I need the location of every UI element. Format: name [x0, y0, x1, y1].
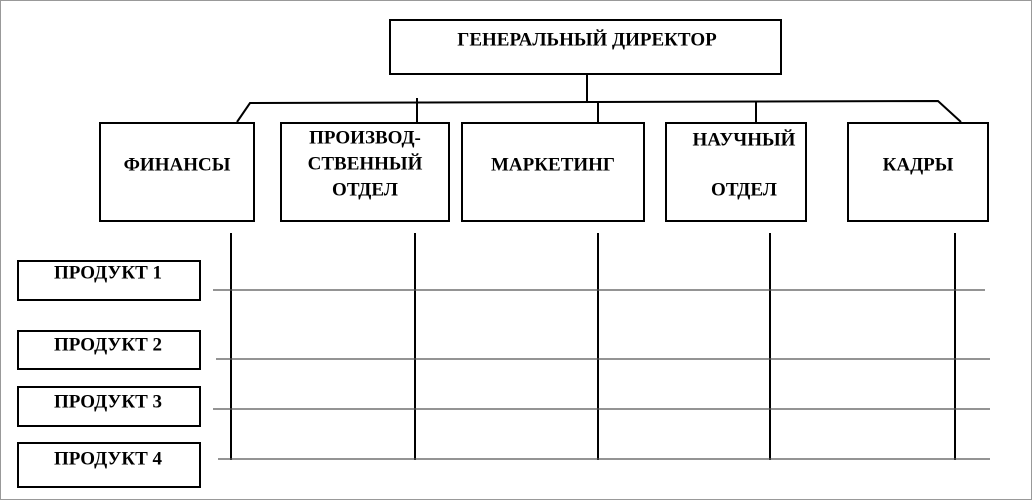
director-label: ГЕНЕРАЛЬНЫЙ ДИРЕКТОР	[457, 29, 717, 51]
product-label: ПРОДУКТ 2	[54, 335, 162, 356]
department-label-line: ОТДЕЛ	[332, 180, 398, 201]
product-box	[17, 330, 201, 370]
department-label-line: ПРОИЗВОД-	[309, 128, 421, 149]
department-production: ПРОИЗВОД- СТВЕННЫЙ ОТДЕЛ	[280, 122, 450, 222]
product-box	[17, 386, 201, 427]
department-marketing: МАРКЕТИНГ	[461, 122, 645, 222]
department-finance: ФИНАНСЫ	[99, 122, 255, 222]
product-label: ПРОДУКТ 4	[54, 449, 163, 470]
department-box	[665, 122, 807, 222]
department-hr: КАДРЫ	[847, 122, 989, 222]
product-4: ПРОДУКТ 4	[17, 442, 201, 488]
product-box	[17, 260, 201, 301]
department-research: НАУЧНЫЙ ОТДЕЛ	[665, 122, 807, 222]
department-label-line: НАУЧНЫЙ	[693, 129, 796, 151]
department-label-line: МАРКЕТИНГ	[491, 155, 615, 176]
product-1: ПРОДУКТ 1	[17, 260, 201, 301]
product-2: ПРОДУКТ 2	[17, 330, 201, 370]
department-box	[847, 122, 989, 222]
matrix-vertical-lines	[230, 233, 956, 460]
director-box	[389, 19, 782, 75]
department-label-line: СТВЕННЫЙ	[308, 153, 423, 175]
department-box	[461, 122, 645, 222]
department-box	[280, 122, 450, 222]
product-3: ПРОДУКТ 3	[17, 386, 201, 427]
department-box	[99, 122, 255, 222]
department-label-line: ФИНАНСЫ	[124, 155, 231, 176]
product-label: ПРОДУКТ 3	[54, 392, 162, 413]
department-bus	[236, 99, 962, 123]
product-label: ПРОДУКТ 1	[54, 263, 162, 284]
department-label-line: КАДРЫ	[883, 155, 954, 176]
director-node: ГЕНЕРАЛЬНЫЙ ДИРЕКТОР	[389, 19, 782, 75]
department-label-line: ОТДЕЛ	[711, 180, 777, 201]
product-box	[17, 442, 201, 488]
matrix-horizontal-lines	[213, 289, 990, 460]
